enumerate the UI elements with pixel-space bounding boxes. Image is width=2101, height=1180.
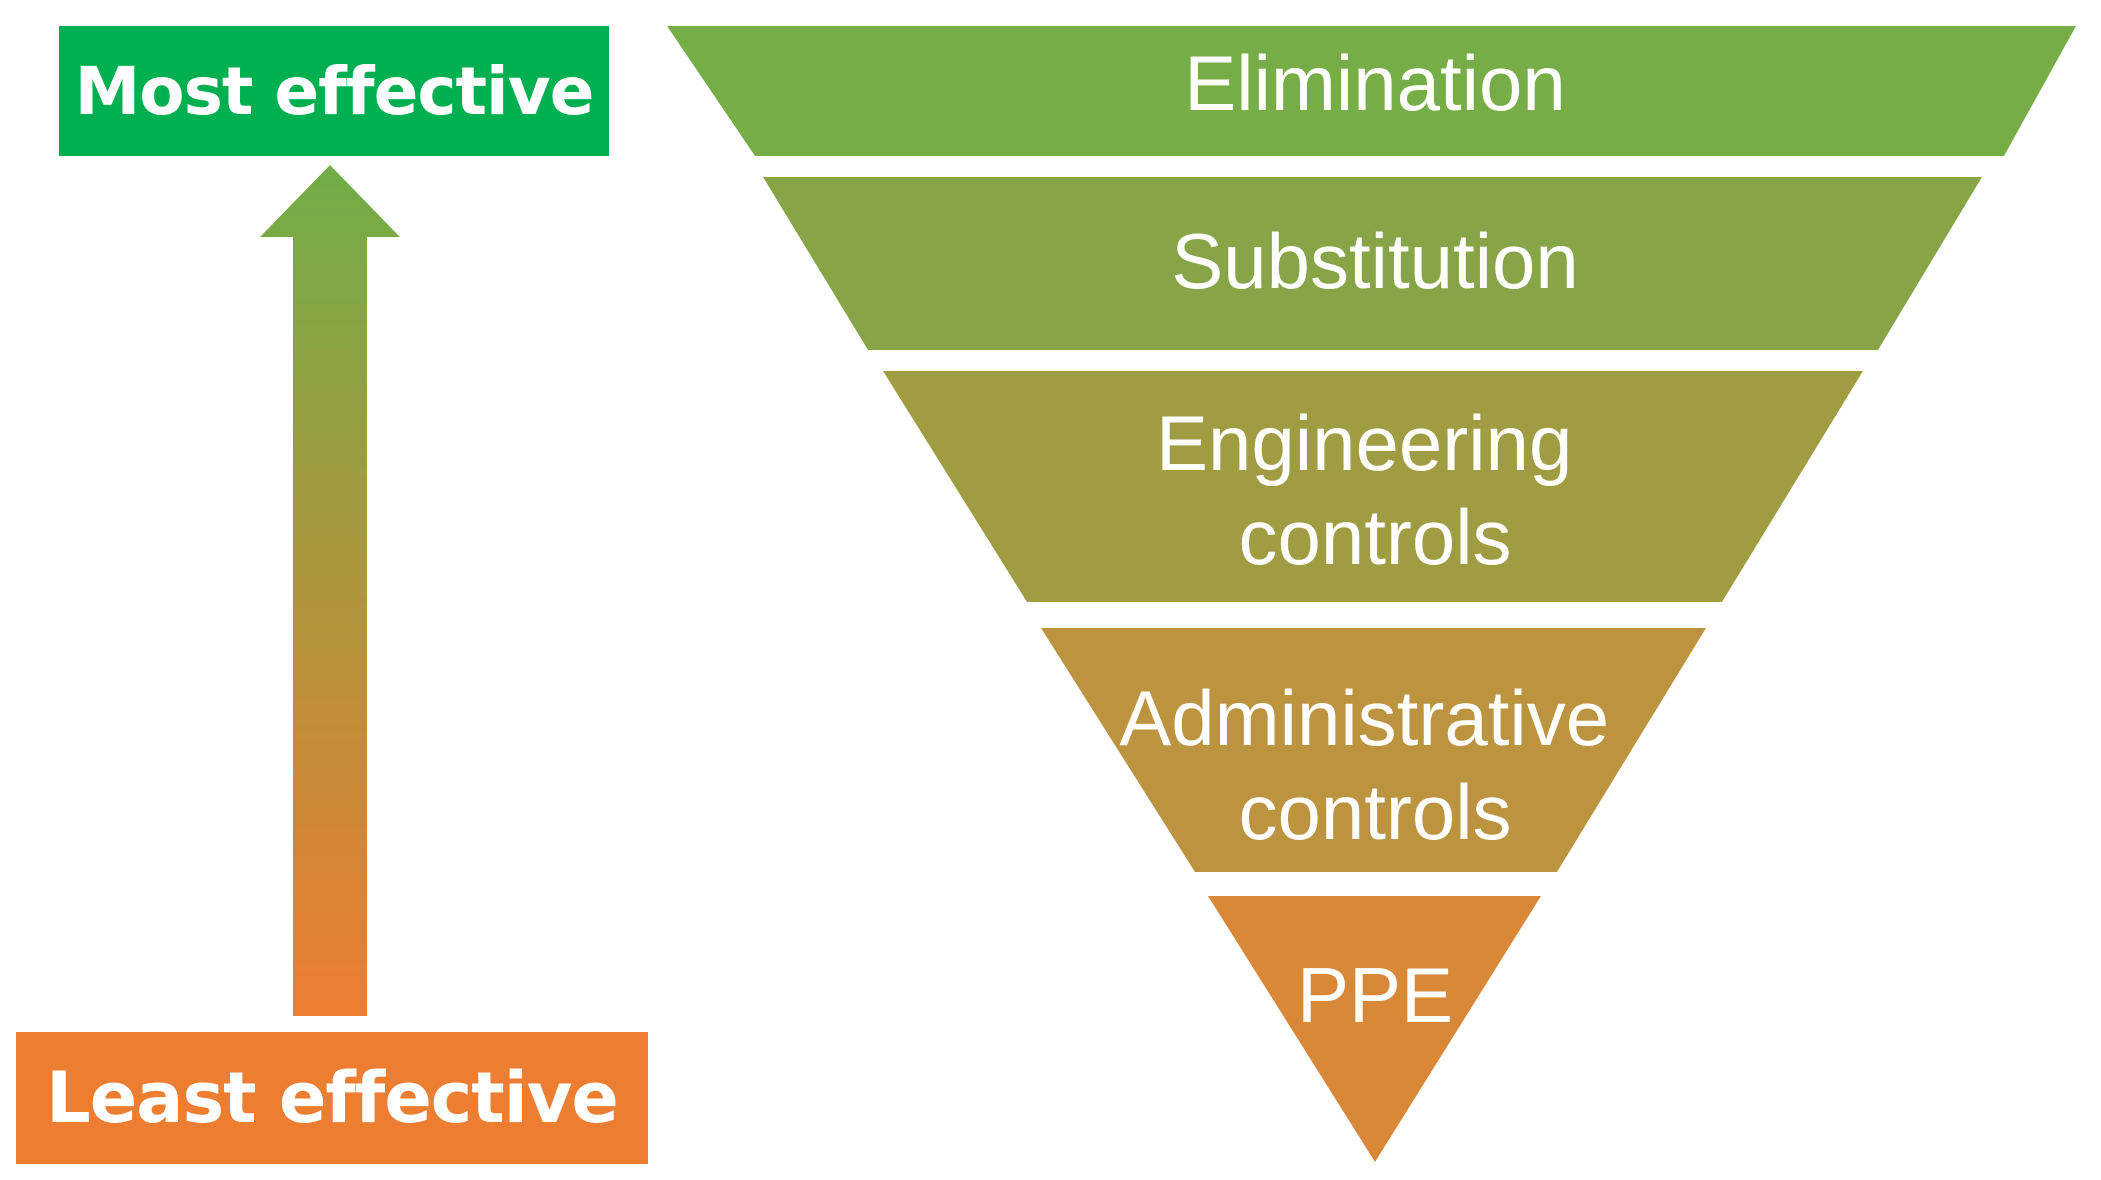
level-substitution-line-1: Substitution — [1171, 217, 1579, 305]
least-effective-label: Least effective — [16, 1032, 648, 1164]
level-ppe-label: PPE — [1297, 951, 1453, 1039]
level-administrative-controls-label: Administrative controls — [1119, 674, 1631, 856]
level-engineering-controls-band — [883, 371, 1863, 602]
level-administrative-controls-line-1: Administrative — [1119, 674, 1609, 762]
level-engineering-controls-line-1: Engineering — [1156, 399, 1572, 487]
level-elimination-band — [667, 26, 2076, 156]
most-effective-label: Most effective — [59, 26, 609, 156]
level-administrative-controls-line-2: controls — [1238, 768, 1511, 856]
level-elimination-line-1: Elimination — [1184, 39, 1566, 127]
level-elimination-label: Elimination — [1184, 39, 1566, 127]
level-ppe-band — [1208, 896, 1541, 1162]
arrow-shape — [260, 165, 400, 1016]
level-substitution-label: Substitution — [1171, 217, 1579, 305]
level-substitution-band — [763, 177, 1982, 350]
effectiveness-arrow — [260, 165, 400, 1016]
level-ppe: PPE — [1208, 896, 1541, 1162]
level-administrative-controls-band — [1041, 628, 1706, 872]
level-substitution: Substitution — [763, 177, 1982, 350]
level-engineering-controls-line-2: controls — [1238, 493, 1511, 581]
level-engineering-controls-label: Engineering controls — [1156, 399, 1594, 581]
level-ppe-line-1: PPE — [1297, 951, 1453, 1039]
level-engineering-controls: Engineering controls — [883, 371, 1863, 602]
level-elimination: Elimination — [667, 26, 2076, 156]
level-administrative-controls: Administrative controls — [1041, 628, 1706, 872]
